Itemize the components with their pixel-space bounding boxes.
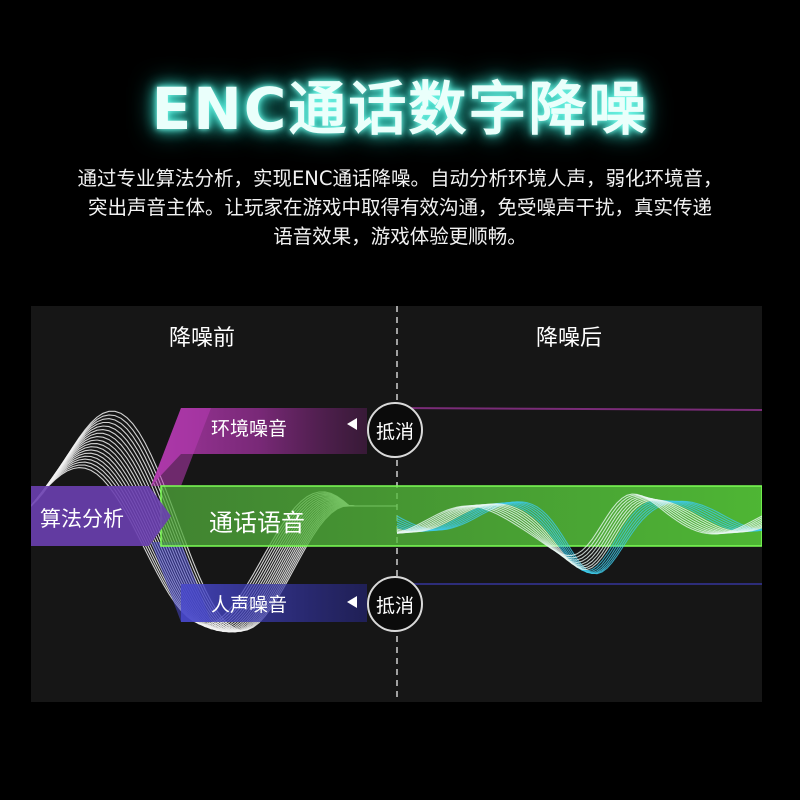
voice-noise-label: 人声噪音	[211, 594, 288, 616]
clean-wave-mesh	[396, 493, 762, 575]
env-diagonal	[151, 408, 211, 486]
before-label: 降噪前	[169, 326, 236, 351]
clean-wave-line	[396, 499, 762, 570]
cancel-badge-top: 抵消	[367, 402, 423, 458]
page-title: ENC通话数字降噪	[151, 75, 649, 143]
after-label: 降噪后	[536, 326, 603, 351]
diagram-graphics	[31, 306, 762, 702]
clean-wave-line	[396, 498, 762, 567]
clean-wave-line	[396, 498, 762, 569]
environment-noise-band	[151, 408, 367, 486]
cancel-bottom-label: 抵消	[375, 594, 414, 617]
clean-wave-line	[396, 493, 762, 556]
algorithm-label: 算法分析	[40, 507, 124, 531]
clean-wave-line	[396, 496, 762, 563]
algorithm-band	[31, 486, 171, 546]
description: 通过专业算法分析，实现ENC通话降噪。自动分析环境人声，弱化环境音， 突出声音主…	[0, 164, 800, 251]
noise-cancellation-diagram: 降噪前 降噪后 环境噪音 人声噪音 算法分析 通话语音 抵消 抵消	[31, 306, 762, 702]
clean-wave-line	[396, 497, 762, 565]
clean-wave-line	[396, 495, 762, 561]
description-line-2: 突出声音主体。让玩家在游戏中取得有效沟通，免受噪声干扰，真实传递	[87, 196, 712, 219]
description-line-3: 语音效果，游戏体验更顺畅。	[273, 225, 527, 248]
clean-wave-line	[396, 494, 762, 559]
voice-diagonal	[151, 542, 211, 622]
speech-label: 通话语音	[209, 509, 305, 537]
voice-noise-band	[181, 584, 367, 622]
description-line-1: 通过专业算法分析，实现ENC通话降噪。自动分析环境人声，弱化环境音，	[77, 167, 723, 190]
environment-noise-label: 环境噪音	[211, 418, 288, 440]
cancel-badge-bottom: 抵消	[367, 576, 423, 632]
cancel-top-label: 抵消	[375, 420, 414, 443]
arrow-left-top	[347, 418, 357, 430]
env-residual-line	[396, 407, 762, 411]
arrow-left-bottom	[347, 596, 357, 608]
